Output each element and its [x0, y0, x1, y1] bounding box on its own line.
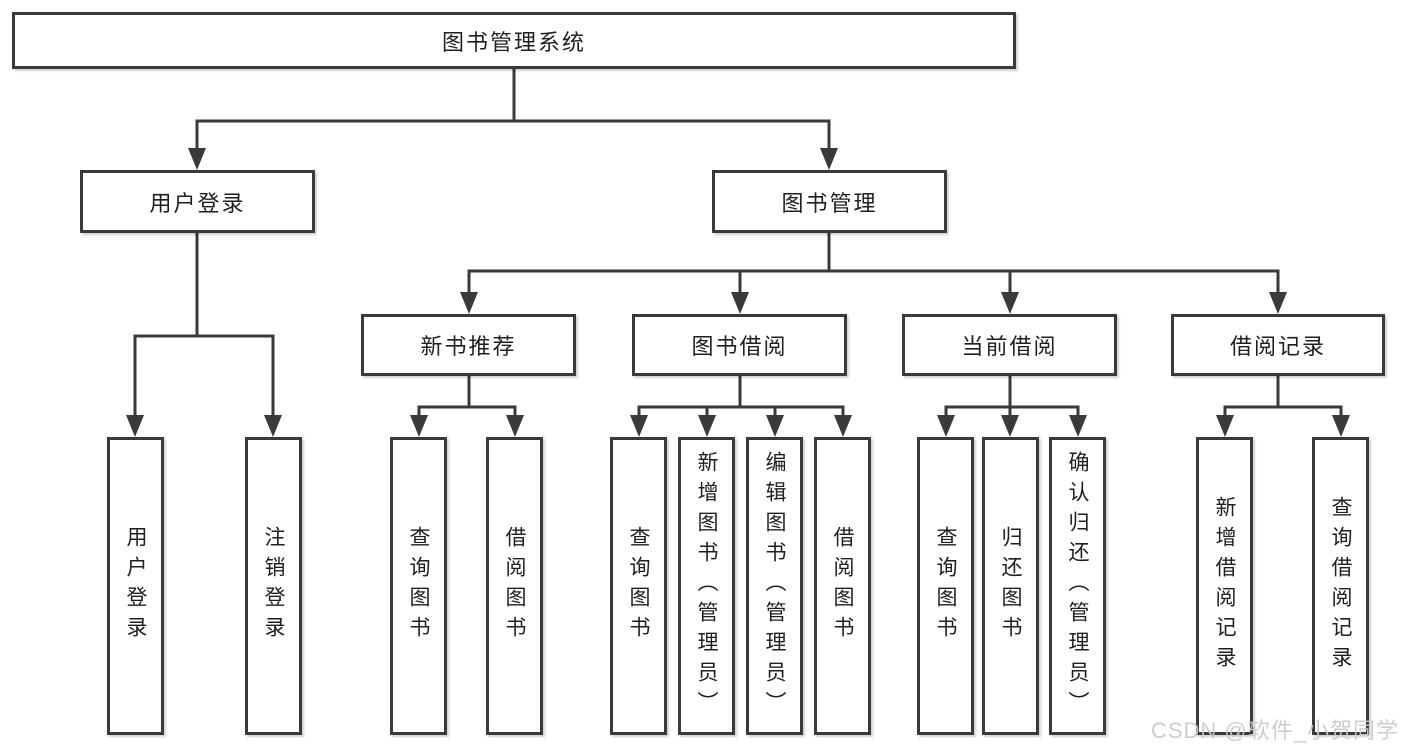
edge-newbookrec-to-leaves — [417, 376, 517, 419]
node-root: 图书管理系统 — [12, 12, 1016, 69]
leaf-records-query-record: 查询借阅记录 — [1312, 437, 1369, 735]
node-borrow-records-label: 借阅记录 — [1229, 334, 1326, 359]
node-new-book-recommend-label: 新书推荐 — [420, 334, 517, 359]
leaf-borrow-edit-books-admin: 编辑图书（管理员） — [746, 437, 803, 735]
leaf-borrow-query-books: 查询图书 — [610, 437, 667, 735]
leaf-records-add-record-label: 新增借阅记录 — [1213, 496, 1236, 676]
node-user-login: 用户登录 — [80, 170, 315, 233]
node-book-management: 图书管理 — [712, 170, 947, 233]
arrowhead — [1001, 415, 1019, 437]
arrowhead — [1269, 292, 1287, 314]
arrowhead — [460, 292, 478, 314]
arrowhead — [698, 415, 716, 437]
node-current-borrow: 当前借阅 — [902, 314, 1117, 376]
leaf-current-confirm-return-admin: 确认归还（管理员） — [1049, 437, 1106, 735]
leaf-borrow-add-books-admin-label: 新增图书（管理员） — [695, 451, 718, 721]
leaf-logout-login-label: 注销登录 — [262, 526, 285, 646]
leaf-current-confirm-return-admin-label: 确认归还（管理员） — [1066, 451, 1089, 721]
arrowhead — [937, 415, 955, 437]
edge-root-to-level2 — [195, 69, 831, 152]
arrowhead — [126, 415, 144, 437]
node-new-book-recommend: 新书推荐 — [361, 314, 576, 376]
arrowhead — [188, 148, 206, 170]
arrowheads — [126, 148, 1350, 437]
arrowhead — [1069, 415, 1087, 437]
leaf-borrow-edit-books-admin-label: 编辑图书（管理员） — [763, 451, 786, 721]
arrowhead — [506, 415, 524, 437]
node-book-borrow-label: 图书借阅 — [691, 334, 788, 359]
leaf-records-query-record-label: 查询借阅记录 — [1329, 496, 1352, 676]
leaf-borrow-borrow-books: 借阅图书 — [814, 437, 871, 735]
leaf-user-login-label: 用户登录 — [124, 526, 147, 646]
leaf-newrec-query-books: 查询图书 — [390, 437, 447, 735]
arrowhead — [834, 415, 852, 437]
node-user-login-label: 用户登录 — [149, 190, 246, 216]
edge-userlogin-to-leaves — [133, 233, 275, 419]
leaf-current-query-books: 查询图书 — [917, 437, 974, 735]
edge-borrowrecords-to-leaves — [1223, 376, 1343, 419]
leaf-newrec-borrow-books-label: 借阅图书 — [503, 526, 526, 646]
leaf-borrow-add-books-admin: 新增图书（管理员） — [678, 437, 735, 735]
leaf-user-login: 用户登录 — [107, 437, 164, 735]
arrowhead — [1001, 292, 1019, 314]
arrowhead — [410, 415, 428, 437]
leaf-borrow-query-books-label: 查询图书 — [627, 526, 650, 646]
arrowhead — [731, 292, 749, 314]
leaf-newrec-borrow-books: 借阅图书 — [486, 437, 543, 735]
arrowhead — [766, 415, 784, 437]
leaf-borrow-borrow-books-label: 借阅图书 — [831, 526, 854, 646]
leaf-current-return-books: 归还图书 — [982, 437, 1039, 735]
arrowhead — [1332, 415, 1350, 437]
edge-bookmgmt-to-level3 — [467, 233, 1280, 296]
node-book-borrow: 图书借阅 — [632, 314, 847, 376]
arrowhead — [820, 148, 838, 170]
edge-currentborrow-to-leaves — [944, 376, 1080, 419]
leaf-logout-login: 注销登录 — [245, 437, 302, 735]
tree-edges — [133, 69, 1343, 419]
edge-bookborrow-to-leaves — [637, 376, 845, 419]
node-book-management-label: 图书管理 — [781, 190, 878, 216]
arrowhead — [264, 415, 282, 437]
leaf-newrec-query-books-label: 查询图书 — [407, 526, 430, 646]
csdn-watermark: CSDN @软件_小贺同学 — [1150, 718, 1399, 743]
node-root-label: 图书管理系统 — [441, 29, 586, 55]
node-current-borrow-label: 当前借阅 — [961, 334, 1058, 359]
node-borrow-records: 借阅记录 — [1171, 314, 1385, 376]
leaf-records-add-record: 新增借阅记录 — [1196, 437, 1253, 735]
leaf-current-query-books-label: 查询图书 — [934, 526, 957, 646]
arrowhead — [1216, 415, 1234, 437]
leaf-current-return-books-label: 归还图书 — [999, 526, 1022, 646]
arrowhead — [630, 415, 648, 437]
